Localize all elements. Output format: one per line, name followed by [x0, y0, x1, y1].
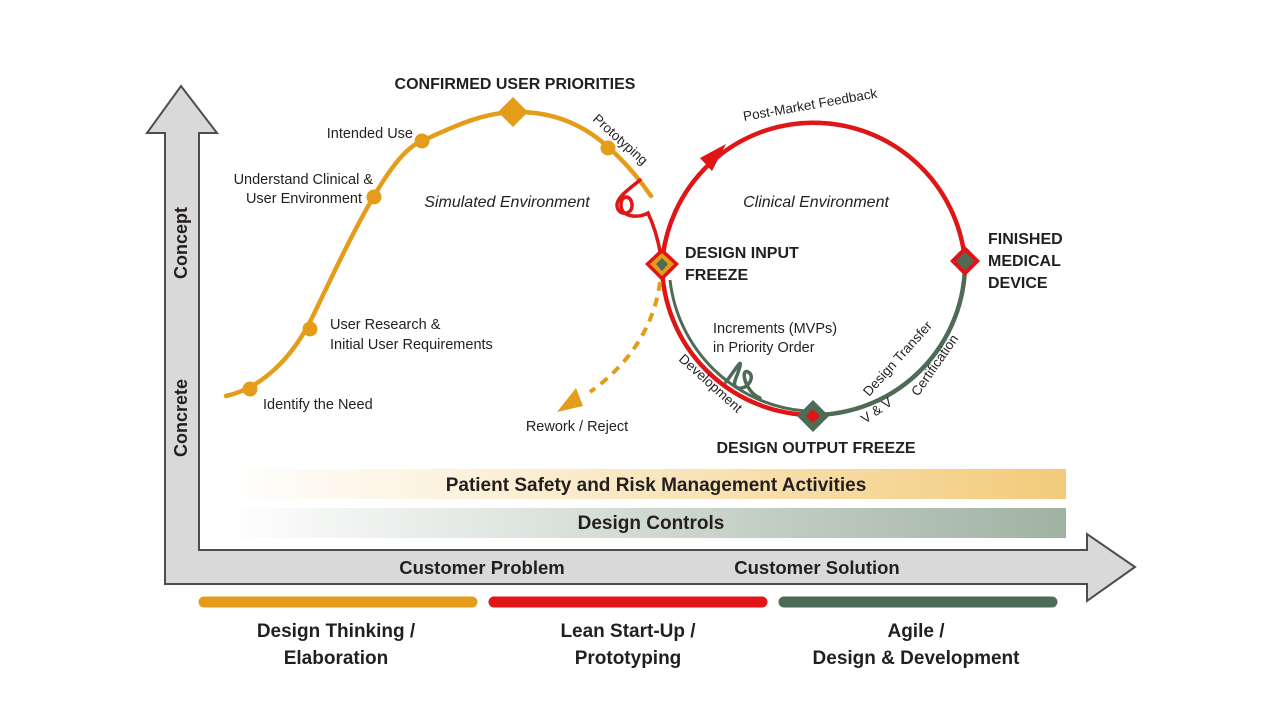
- design-controls-label: Design Controls: [578, 513, 725, 534]
- patient-safety-label: Patient Safety and Risk Management Activ…: [446, 475, 867, 496]
- user-research-label-1: User Research &: [330, 317, 441, 333]
- phase-lean-startup-line2: Prototyping: [575, 648, 682, 669]
- finished-device-label-2: MEDICAL: [988, 253, 1061, 270]
- milestone-dot: [302, 321, 318, 337]
- design-input-freeze-diamond-icon: [645, 248, 679, 281]
- phase-design-thinking-line1: Design Thinking /: [257, 621, 416, 642]
- increments-label-2: in Priority Order: [713, 340, 815, 356]
- y-axis-bottom-label: Concrete: [171, 379, 191, 457]
- design-input-label-2: FREEZE: [685, 267, 748, 284]
- finished-device-label-1: FINISHED: [988, 231, 1063, 248]
- development-arc: [659, 263, 813, 418]
- finished-device-label-3: DEVICE: [988, 275, 1048, 292]
- design-controls-band: [222, 508, 1066, 538]
- design-output-freeze-label: DESIGN OUTPUT FREEZE: [716, 440, 915, 457]
- milestone-dot: [414, 133, 430, 149]
- milestone-dot: [366, 189, 382, 205]
- x-axis-right-label: Customer Solution: [734, 557, 899, 578]
- design-thinking-curve: [223, 109, 654, 399]
- increments-loop: [724, 361, 762, 400]
- rework-reject-label: Rework / Reject: [526, 419, 628, 435]
- simulated-environment-label: Simulated Environment: [424, 194, 590, 211]
- rework-dashed-path: [588, 281, 662, 394]
- development-inner-arc: [668, 279, 806, 413]
- x-axis-left-label: Customer Problem: [399, 557, 565, 578]
- clinical-loop-arc: [659, 120, 968, 265]
- confirmed-priorities-diamond-icon: [498, 97, 528, 127]
- milestone-dot: [242, 381, 258, 397]
- design-input-label-1: DESIGN INPUT: [685, 245, 799, 262]
- post-market-arrow-icon: [700, 144, 726, 171]
- finished-device-diamond-icon: [950, 246, 980, 276]
- agile-arc: [811, 260, 968, 418]
- prototyping-loop: [615, 178, 664, 266]
- phase-agile-line2: Design & Development: [813, 648, 1021, 669]
- clinical-environment-label: Clinical Environment: [743, 194, 889, 211]
- identify-need-label: Identify the Need: [263, 397, 373, 413]
- patient-safety-band: [222, 469, 1066, 499]
- post-market-feedback-label: Post-Market Feedback: [742, 86, 879, 124]
- axis-arrow: [145, 84, 1137, 603]
- increments-label-1: Increments (MVPs): [713, 321, 837, 337]
- phase-lean-startup-line1: Lean Start-Up /: [560, 621, 696, 642]
- user-research-label-2: Initial User Requirements: [330, 337, 493, 353]
- design-output-freeze-diamond-icon: [797, 400, 829, 432]
- confirmed-priorities-label: CONFIRMED USER PRIORITIES: [395, 76, 636, 93]
- understand-label-1: Understand Clinical &: [234, 172, 374, 188]
- milestone-dot: [600, 140, 616, 156]
- understand-label-2: User Environment: [246, 191, 362, 207]
- phase-agile-line1: Agile /: [887, 621, 945, 642]
- y-axis-top-label: Concept: [171, 207, 191, 279]
- phase-design-thinking-line2: Elaboration: [284, 648, 389, 669]
- rework-arrow-icon: [557, 388, 583, 412]
- intended-use-label: Intended Use: [327, 126, 413, 142]
